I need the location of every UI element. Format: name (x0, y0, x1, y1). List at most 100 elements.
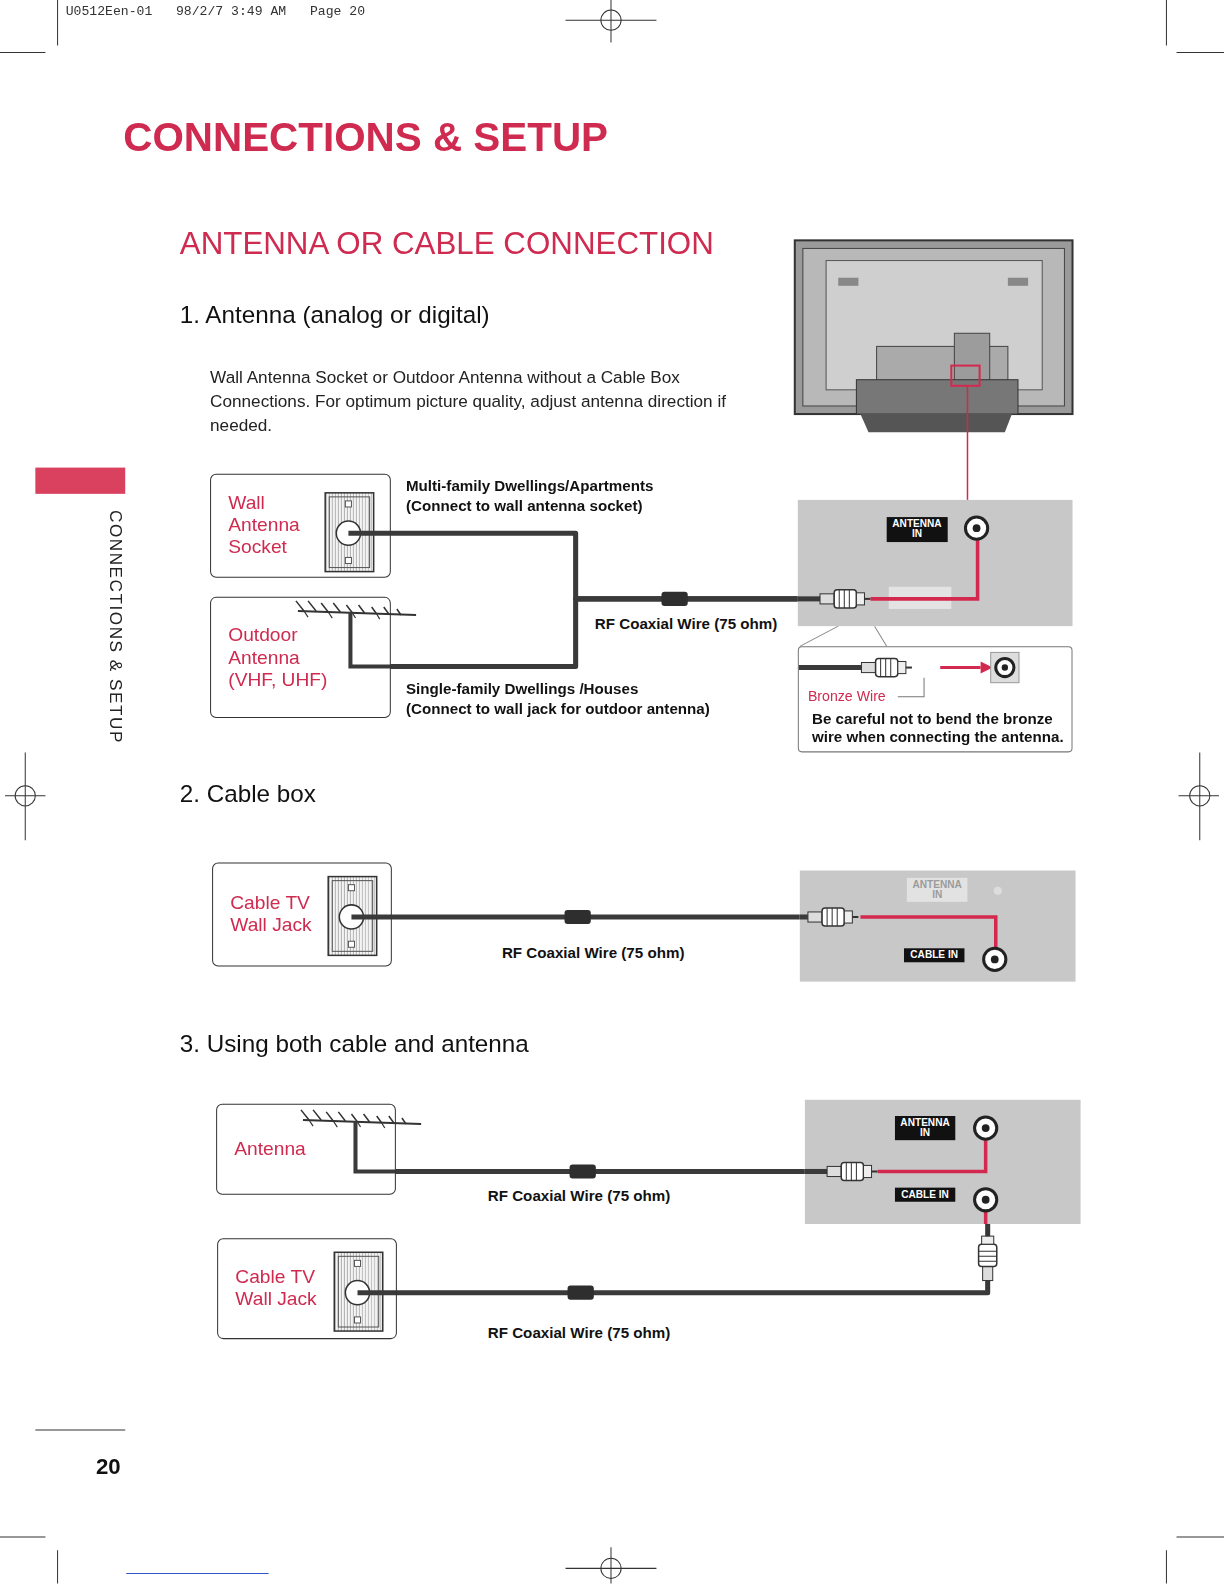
wire (805, 1169, 827, 1174)
ferrite-cores (661, 592, 687, 606)
tv-rear-illustration (826, 261, 1042, 390)
port-label: ANTENNA IN (907, 878, 968, 902)
step-heading: 2. Cable box (180, 780, 316, 808)
crop-marks (5, 0, 1219, 1584)
step-heading: 1. Antenna (analog or digital) (180, 301, 490, 329)
jack-pin (1002, 664, 1008, 670)
jack-pin (991, 956, 999, 964)
coaxial-cable (396, 1169, 805, 1174)
dwelling-note: (Connect to wall jack for outdoor antenn… (406, 700, 710, 717)
source-box: Wall Antenna Socket (210, 474, 391, 578)
jack (996, 658, 1014, 676)
leader-line (898, 678, 924, 697)
crop-marks (601, 1558, 621, 1578)
box-label: Outdoor Antenna (VHF, UHF) (228, 624, 341, 691)
coax-plug (827, 1162, 877, 1180)
coaxial-cable (391, 533, 798, 599)
port-label: CABLE IN (904, 948, 965, 962)
coax-plug (861, 658, 911, 676)
antenna-icons (301, 1110, 421, 1128)
wall-socket-icons (358, 1290, 397, 1295)
cable-label: RF Coaxial Wire (75 ohm) (486, 1187, 673, 1204)
tv-input-panel: ANTENNA IN (798, 500, 1073, 626)
crop-marks (1190, 786, 1210, 806)
jack-plate (991, 652, 1019, 682)
jack (965, 517, 987, 539)
tv-input-panel: ANTENNA IN CABLE IN (800, 871, 1076, 982)
ferrite-cores (568, 1286, 594, 1300)
dwelling-note: Multi-family Dwellings/Apartments (406, 477, 653, 494)
tv-rear-illustration (795, 240, 1073, 500)
cable-label: RF Coaxial Wire (75 ohm) (486, 1324, 673, 1341)
cable-label: RF Coaxial Wire (75 ohm) (500, 944, 687, 961)
port-label: ANTENNA IN (887, 517, 948, 541)
dwelling-note: Single-family Dwellings /Houses (406, 680, 638, 697)
print-slug: U0512Een-01 98/2/7 3:49 AM Page 20 (66, 4, 365, 19)
intro-paragraph: Wall Antenna Socket or Outdoor Antenna w… (210, 366, 745, 439)
tv-rear-illustration (860, 414, 1011, 432)
port-label: ANTENNA IN (895, 1116, 956, 1140)
callout-note: Be careful not to bend the bronze wire w… (812, 710, 1066, 746)
box-label: Cable TV Wall Jack (230, 892, 326, 936)
source-box: Cable TV Wall Jack (212, 862, 392, 966)
wall-socket-icons (351, 914, 391, 919)
tv-rear-illustration (856, 380, 1018, 414)
jack (975, 1117, 997, 1139)
step-heading: 3. Using both cable and antenna (180, 1030, 529, 1058)
wire (878, 1140, 986, 1171)
crop-marks (601, 10, 621, 30)
page-rule (35, 1430, 125, 1431)
wire (860, 917, 995, 947)
tv-rear-illustration (795, 240, 1073, 414)
box-label: Cable TV Wall Jack (235, 1266, 331, 1310)
tv-rear-illustration (967, 386, 969, 500)
page-number: 20 (96, 1454, 121, 1480)
side-tab (35, 468, 125, 494)
dwelling-note: (Connect to wall antenna socket) (406, 497, 643, 514)
jack-pin (982, 1124, 990, 1132)
section-title: ANTENNA OR CABLE CONNECTION (180, 226, 714, 262)
wire (799, 665, 862, 670)
jack (975, 1189, 997, 1211)
tv-rear-illustration (951, 366, 979, 386)
port-label: CABLE IN (895, 1188, 956, 1202)
tv-input-panel: ANTENNA IN CABLE IN (805, 1100, 1081, 1224)
page-title: CONNECTIONS & SETUP (123, 115, 608, 160)
wire (940, 666, 980, 669)
faded-jack (994, 887, 1002, 895)
coaxial-cable (392, 914, 800, 919)
ferrite-cores (565, 910, 591, 924)
antenna-icons (296, 601, 416, 619)
wall-socket-icons (325, 493, 397, 1331)
tv-rear-illustration (838, 278, 858, 286)
coaxial-cable (397, 1224, 988, 1293)
cable-details (979, 1230, 997, 1280)
jack (984, 948, 1006, 970)
wire (984, 1212, 988, 1224)
crop-marks (15, 786, 35, 806)
ferrite-cores (570, 1164, 596, 1178)
side-tab-text: CONNECTIONS & SETUP (105, 510, 125, 744)
callout-box: Bronze Wire Be careful not to bend the br… (798, 646, 1073, 752)
zoom-lines (800, 626, 887, 646)
antenna-icons (355, 1121, 395, 1171)
footer-rule (126, 1573, 268, 1574)
jack-pin (973, 524, 981, 532)
zoom-lines (800, 626, 887, 646)
box-label: Antenna (234, 1138, 335, 1160)
wall-socket-icons (348, 531, 390, 536)
wire (800, 914, 808, 919)
jack-pin (982, 1196, 990, 1204)
source-box: Antenna (216, 1104, 396, 1195)
wire (798, 596, 820, 601)
antenna-icons (350, 612, 390, 667)
tv-rear-illustration (1008, 278, 1028, 286)
wire (871, 540, 978, 599)
source-box: Cable TV Wall Jack (217, 1238, 397, 1339)
source-box: Outdoor Antenna (VHF, UHF) (210, 597, 391, 718)
coaxial-cable (391, 599, 798, 667)
callout-title: Bronze Wire (808, 688, 886, 704)
coax-plug (808, 908, 858, 926)
